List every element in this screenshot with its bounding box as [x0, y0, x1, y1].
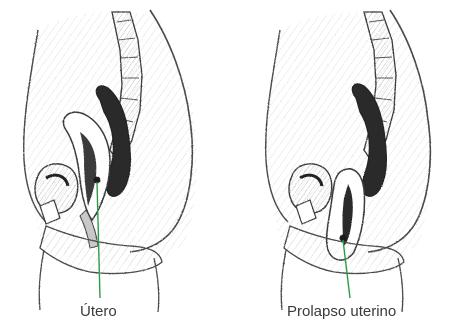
prolapse-anatomy-illustration [266, 10, 431, 312]
normal-anatomy-illustration [24, 10, 197, 312]
label-utero: Útero [80, 303, 117, 320]
label-prolapso-uterino: Prolapso uterino [287, 303, 396, 320]
